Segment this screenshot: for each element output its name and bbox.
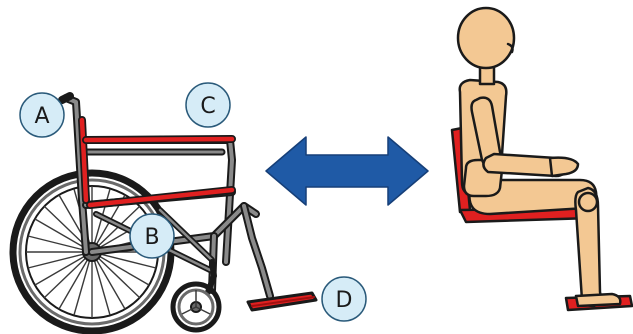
label-c-text: C <box>200 94 215 119</box>
label-b-badge: B <box>130 214 174 258</box>
label-d-badge: D <box>322 277 366 321</box>
seated-figure-illustration <box>452 8 632 310</box>
label-b-text: B <box>144 225 159 250</box>
wheelchair-illustration <box>13 96 316 331</box>
label-a-badge: A <box>20 93 64 137</box>
label-c-badge: C <box>186 83 230 127</box>
caster-wheel <box>173 284 219 330</box>
label-a-text: A <box>34 104 49 129</box>
double-arrow-icon <box>266 137 428 205</box>
label-d-text: D <box>336 288 353 313</box>
